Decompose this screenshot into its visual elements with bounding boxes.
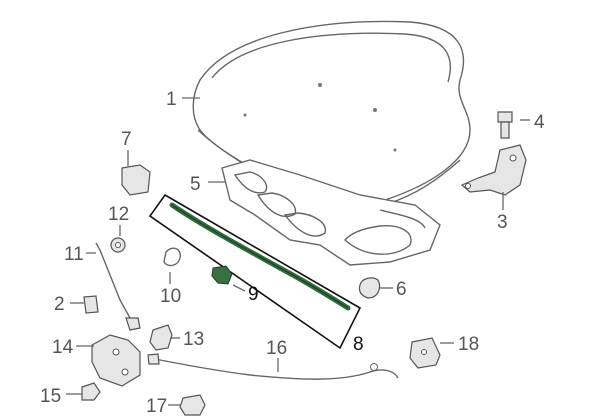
hood-latch	[91, 334, 141, 387]
leader-lines	[66, 97, 530, 406]
callout-2: 2	[54, 294, 65, 315]
callout-12: 12	[108, 204, 129, 225]
grommet	[110, 237, 126, 253]
callout-11: 11	[64, 244, 84, 265]
callout-13: 13	[183, 329, 204, 350]
release-cable	[147, 353, 399, 380]
callout-3: 3	[497, 212, 508, 233]
support-rod	[95, 242, 141, 331]
callout-8: 8	[353, 334, 364, 355]
support-bracket	[121, 164, 151, 196]
callout-7: 7	[121, 129, 132, 150]
callout-17: 17	[146, 396, 167, 417]
hood-inner-frame	[221, 159, 441, 266]
latch-bolt	[81, 382, 101, 401]
callout-1: 1	[166, 89, 177, 110]
callout-5: 5	[190, 174, 201, 195]
weatherstrip-clip	[211, 265, 233, 285]
release-handle	[179, 394, 206, 416]
hinge-bolt	[497, 111, 513, 139]
callout-4: 4	[534, 112, 545, 133]
hood-weatherstrip	[169, 202, 351, 311]
hood-hinge	[460, 144, 527, 196]
seal-clip	[163, 247, 181, 267]
seal-kit-box	[148, 193, 362, 350]
cable-clip	[149, 324, 173, 351]
retainer-clip	[83, 295, 99, 314]
callout-15: 15	[40, 386, 61, 407]
callout-18: 18	[458, 334, 479, 355]
callout-16: 16	[266, 338, 287, 359]
hood-striker	[409, 337, 441, 369]
callout-9: 9	[248, 284, 259, 305]
callout-6: 6	[396, 279, 407, 300]
callout-10: 10	[160, 286, 181, 307]
callout-14: 14	[52, 337, 74, 358]
rubber-bumper	[358, 277, 381, 299]
